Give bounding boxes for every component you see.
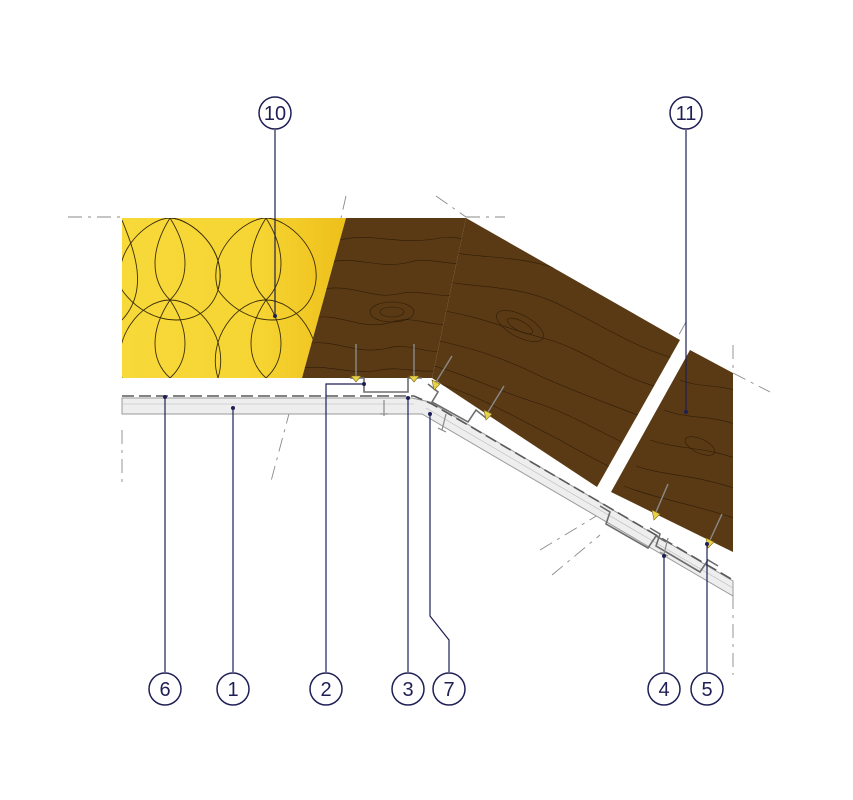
construction-lines: [68, 195, 771, 675]
plasterboard-lining: [121, 397, 734, 597]
callout-label: 2: [320, 679, 331, 701]
callout-label: 4: [658, 679, 669, 701]
metal-profile-icon: [599, 505, 667, 550]
mineral-wool-insulation: [122, 218, 346, 378]
metal-profile-icon: [350, 377, 422, 393]
callout-label: 5: [701, 679, 712, 701]
callout-10: 10: [258, 96, 292, 130]
screw-icon: [651, 483, 669, 521]
screw-icon: [408, 344, 420, 383]
metal-profile-icon: [427, 383, 487, 424]
timber-beam-right: [611, 350, 733, 552]
screw-icon: [350, 344, 362, 383]
callout-2: 2: [309, 672, 343, 706]
screw-icon: [380, 400, 388, 416]
screw-icon: [437, 413, 447, 433]
screw-icon: [431, 355, 453, 391]
screw-icon: [483, 385, 505, 421]
leader-lines: [163, 130, 709, 672]
callout-label: 7: [443, 679, 454, 701]
callout-4: 4: [647, 672, 681, 706]
vapour-barrier: [122, 395, 734, 581]
callout-11: 11: [669, 96, 703, 130]
callout-label: 11: [676, 103, 697, 125]
callout-label: 10: [264, 103, 286, 125]
callout-7: 7: [432, 672, 466, 706]
callout-3: 3: [391, 672, 425, 706]
callout-label: 6: [159, 679, 170, 701]
callout-1: 1: [216, 672, 250, 706]
callout-label: 1: [227, 679, 238, 701]
timber-beam-left: [302, 218, 466, 378]
callout-label: 3: [402, 679, 413, 701]
callout-6: 6: [148, 672, 182, 706]
metal-profile-icon: [649, 527, 719, 574]
callout-5: 5: [690, 672, 724, 706]
